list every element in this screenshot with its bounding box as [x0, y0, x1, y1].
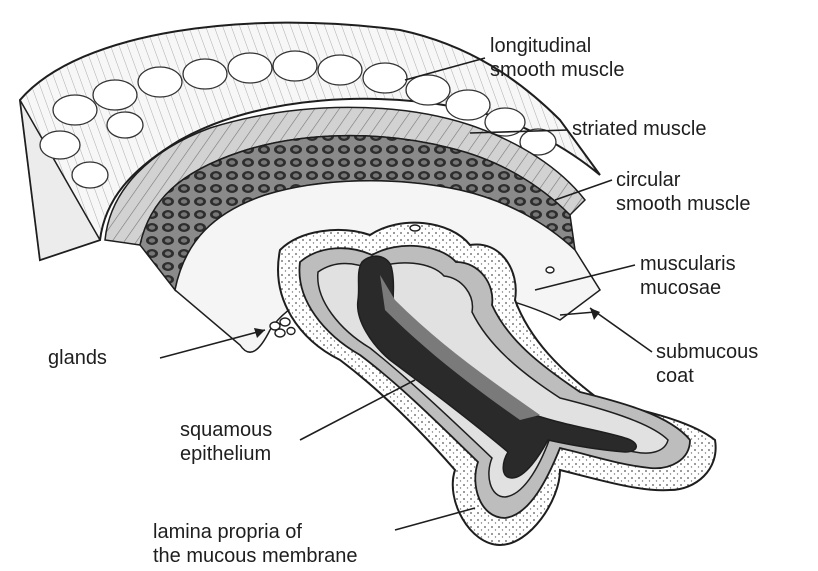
label-muscularis-mucosae: muscularis mucosae: [640, 252, 736, 300]
label-lamina-line2: the mucous membrane: [153, 544, 358, 568]
label-squamous-line2: epithelium: [180, 442, 272, 466]
label-lamina-propria: lamina propria of the mucous membrane: [153, 520, 358, 568]
label-submucous-line1: submucous: [656, 340, 758, 364]
label-glands: glands: [48, 346, 107, 370]
label-submucous-line2: coat: [656, 364, 758, 388]
label-glands-line1: glands: [48, 346, 107, 370]
arrow-submucous: [590, 308, 600, 320]
label-squamous-line1: squamous: [180, 418, 272, 442]
label-striated-muscle: striated muscle: [572, 117, 707, 141]
label-squamous-epithelium: squamous epithelium: [180, 418, 272, 466]
label-muscularis-line1: muscularis: [640, 252, 736, 276]
label-submucous-coat: submucous coat: [656, 340, 758, 388]
label-circular-line2: smooth muscle: [616, 192, 751, 216]
label-muscularis-line2: mucosae: [640, 276, 736, 300]
label-circular-line1: circular: [616, 168, 751, 192]
label-longitudinal-line1: longitudinal: [490, 34, 625, 58]
label-striated-line1: striated muscle: [572, 117, 707, 141]
leader-submucous: [590, 308, 652, 352]
label-circular-smooth-muscle: circular smooth muscle: [616, 168, 751, 216]
label-longitudinal-line2: smooth muscle: [490, 58, 625, 82]
label-longitudinal-smooth-muscle: longitudinal smooth muscle: [490, 34, 625, 82]
label-lamina-line1: lamina propria of: [153, 520, 358, 544]
